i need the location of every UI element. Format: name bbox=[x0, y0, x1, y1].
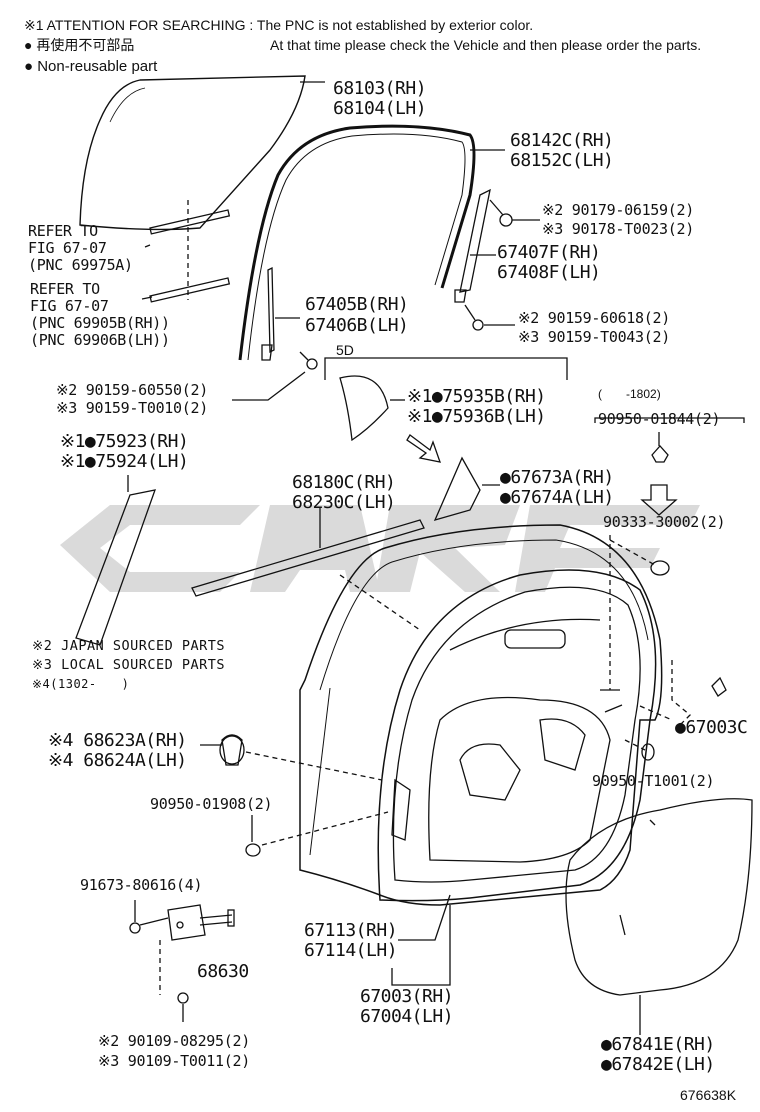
plug-90333 bbox=[650, 560, 670, 576]
label-67408f[interactable]: 67408F(LH) bbox=[497, 262, 601, 283]
label-90950-t1001[interactable]: 90950-T1001(2) bbox=[592, 772, 715, 790]
label-67003c[interactable]: ●67003C bbox=[675, 717, 748, 738]
belt-strip-a bbox=[149, 209, 231, 235]
label-68624a[interactable]: ※4 68624A(LH) bbox=[48, 750, 187, 771]
bolt-80616 bbox=[129, 922, 141, 934]
bolt-08295 bbox=[177, 992, 189, 1004]
run-channel bbox=[238, 124, 476, 361]
clip-67003c bbox=[711, 676, 727, 697]
label-68142c[interactable]: 68142C(RH) bbox=[510, 130, 614, 151]
label-68152c[interactable]: 68152C(LH) bbox=[510, 150, 614, 171]
label-67407f[interactable]: 67407F(RH) bbox=[497, 242, 601, 263]
belt-strip-b bbox=[149, 277, 231, 303]
label-68104[interactable]: 68104(LH) bbox=[333, 98, 427, 119]
note-japan: ※2 JAPAN SOURCED PARTS bbox=[32, 638, 225, 654]
figure-number: 676638K bbox=[680, 1087, 737, 1103]
label-75936b[interactable]: ※1●75936B(LH) bbox=[407, 406, 546, 427]
label-75935b[interactable]: ※1●75935B(RH) bbox=[407, 386, 546, 407]
plug-t1001 bbox=[641, 743, 655, 761]
clip-01844 bbox=[651, 445, 669, 463]
hinge-cap bbox=[219, 735, 245, 765]
door-shell bbox=[299, 524, 663, 906]
inner-panel bbox=[377, 569, 657, 902]
label-75923[interactable]: ※1●75923(RH) bbox=[60, 431, 189, 452]
weatherstrip-68180c bbox=[191, 519, 425, 597]
label-67841e[interactable]: ●67841E(RH) bbox=[601, 1034, 715, 1055]
label-90950-01908[interactable]: 90950-01908(2) bbox=[150, 795, 273, 813]
attention-note: ※1 ATTENTION FOR SEARCHING : The PNC is … bbox=[24, 17, 534, 33]
label-90950-01844[interactable]: 90950-01844(2) bbox=[598, 410, 721, 428]
bolt-60618 bbox=[472, 319, 484, 331]
label-67673a[interactable]: ●67673A(RH) bbox=[500, 467, 614, 488]
note-local: ※3 LOCAL SOURCED PARTS bbox=[32, 657, 225, 673]
refer-2-d[interactable]: (PNC 69906B(LH)) bbox=[30, 331, 170, 349]
label-90159-t0010[interactable]: ※3 90159-T0010(2) bbox=[56, 399, 208, 417]
attention-note-cont: At that time please check the Vehicle an… bbox=[270, 37, 702, 53]
label-67405b[interactable]: 67405B(RH) bbox=[305, 294, 409, 315]
door-glass bbox=[79, 75, 306, 231]
label-5d: 5D bbox=[336, 342, 354, 358]
label-90179[interactable]: ※2 90179-06159(2) bbox=[542, 201, 694, 219]
channel-67405b bbox=[267, 266, 275, 354]
label-67114[interactable]: 67114(LH) bbox=[304, 940, 398, 961]
label-68623a[interactable]: ※4 68623A(RH) bbox=[48, 730, 187, 751]
label-67003[interactable]: 67003(RH) bbox=[360, 986, 454, 1007]
refer-2-c[interactable]: (PNC 69905B(RH)) bbox=[30, 314, 170, 332]
refer-1-c[interactable]: (PNC 69975A) bbox=[28, 256, 133, 274]
label-68103[interactable]: 68103(RH) bbox=[333, 78, 427, 99]
label-90159-60550[interactable]: ※2 90159-60550(2) bbox=[56, 381, 208, 399]
legend-en: ● Non-reusable part bbox=[24, 58, 158, 75]
note-date: ※4(1302- ) bbox=[32, 677, 130, 691]
bolt-60550 bbox=[306, 358, 318, 370]
refer-2-a: REFER TO bbox=[30, 280, 100, 298]
label-67004[interactable]: 67004(LH) bbox=[360, 1006, 454, 1027]
label-68230c[interactable]: 68230C(LH) bbox=[292, 492, 396, 513]
label-75924[interactable]: ※1●75924(LH) bbox=[60, 451, 189, 472]
garnish-75923 bbox=[75, 489, 156, 646]
label-67842e[interactable]: ●67842E(LH) bbox=[601, 1054, 715, 1075]
label-68180c[interactable]: 68180C(RH) bbox=[292, 472, 396, 493]
label-68630[interactable]: 68630 bbox=[197, 961, 249, 982]
label-67674a[interactable]: ●67674A(LH) bbox=[500, 487, 614, 508]
down-arrow bbox=[640, 484, 678, 516]
trim-75935b bbox=[339, 375, 389, 442]
label-90109-t0011[interactable]: ※3 90109-T0011(2) bbox=[98, 1052, 250, 1070]
hinge-assembly bbox=[167, 904, 235, 941]
nut-06159 bbox=[499, 213, 513, 227]
corner-piece bbox=[433, 456, 481, 522]
label-91673[interactable]: 91673-80616(4) bbox=[80, 876, 203, 894]
label-67406b[interactable]: 67406B(LH) bbox=[305, 315, 409, 336]
label-90159-t0043[interactable]: ※3 90159-T0043(2) bbox=[518, 328, 670, 346]
service-film bbox=[565, 798, 753, 996]
direction-arrow bbox=[406, 434, 441, 463]
plug-01908 bbox=[245, 843, 261, 857]
label-90333[interactable]: 90333-30002(2) bbox=[603, 513, 726, 531]
label-date-range: ( -1802) bbox=[598, 387, 661, 401]
refer-1-b: FIG 67-07 bbox=[28, 239, 107, 257]
legend-jp: ● 再使用不可部品 bbox=[24, 37, 135, 53]
channel-67407f bbox=[459, 188, 491, 293]
label-90109-08295[interactable]: ※2 90109-08295(2) bbox=[98, 1032, 250, 1050]
label-90159-60618[interactable]: ※2 90159-60618(2) bbox=[518, 309, 670, 327]
label-90178[interactable]: ※3 90178-T0023(2) bbox=[542, 220, 694, 238]
refer-1-a: REFER TO bbox=[28, 222, 98, 240]
label-67113[interactable]: 67113(RH) bbox=[304, 920, 398, 941]
refer-2-b: FIG 67-07 bbox=[30, 297, 109, 315]
